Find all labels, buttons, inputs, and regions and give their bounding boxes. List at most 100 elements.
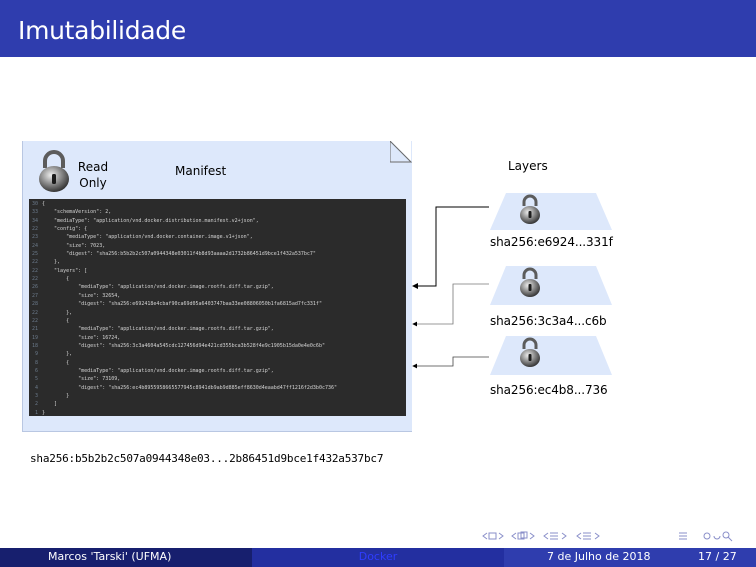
- config-hash: sha256:b5b2b2c507a0944348e03...2b86451d9…: [30, 452, 384, 465]
- code-line: 24 "size": 7023,: [29, 242, 105, 251]
- code-line-text: "digest": "sha256:3c3a4604a545cdc127456d…: [42, 342, 325, 349]
- code-line: 18 "digest": "sha256:3c3a4604a545cdc1274…: [29, 342, 325, 351]
- code-line: 34 "mediaType": "application/vnd.docker.…: [29, 217, 259, 226]
- layer-label: sha256:3c3a4...c6b: [490, 314, 607, 328]
- code-line-text: "layers": [: [42, 267, 88, 274]
- code-line-number: 6: [34, 367, 38, 374]
- footer-author-section: Marcos 'Tarski' (UFMA): [0, 548, 252, 567]
- footer-date: 7 de Julho de 2018: [547, 550, 651, 563]
- layer-lock-icon: [490, 336, 612, 375]
- read-only-line-1: Read: [77, 160, 109, 174]
- footer-talk-title: Docker: [358, 550, 398, 563]
- arrow-layer-3: [412, 356, 489, 369]
- code-line-number: 3: [34, 392, 38, 399]
- code-line: 22 "layers": [: [29, 267, 87, 276]
- code-line: 21 "mediaType": "application/vnd.docker.…: [29, 325, 274, 334]
- code-line-number: 23: [31, 234, 38, 241]
- layer-label: sha256:e6924...331f: [490, 235, 613, 249]
- code-line-text: "mediaType": "application/vnd.docker.ima…: [42, 326, 274, 333]
- code-line: 9 },: [29, 350, 72, 359]
- code-line: 30{: [29, 200, 45, 209]
- code-line-text: }: [42, 409, 46, 416]
- code-line-number: 34: [31, 217, 38, 224]
- code-line: 33 "schemaVersion": 2,: [29, 208, 111, 217]
- code-line-text: "mediaType": "application/vnd.docker.dis…: [42, 217, 259, 224]
- code-line-number: 4: [34, 384, 38, 391]
- code-line: 26 "mediaType": "application/vnd.docker.…: [29, 283, 274, 292]
- code-line: 5 "size": 73109,: [29, 375, 120, 384]
- footer-date-section: 7 de Julho de 2018 17 / 27: [504, 548, 756, 567]
- code-line-text: "size": 7023,: [42, 242, 106, 249]
- code-line-text: {: [42, 317, 70, 324]
- layer-lock-icon: [490, 266, 612, 305]
- code-line-text: },: [42, 351, 73, 358]
- code-line-number: 1: [34, 409, 38, 416]
- layer-lock-icon: [490, 193, 612, 230]
- code-line-text: "config": {: [42, 226, 88, 233]
- code-line: 22 "config": {: [29, 225, 87, 234]
- nav-back-icon[interactable]: [703, 532, 711, 540]
- code-line: 4 "digest": "sha256:ec4b8955958665577945…: [29, 384, 337, 393]
- code-line-number: 27: [31, 292, 38, 299]
- footer-talk-section: Docker: [252, 548, 504, 567]
- code-line: 22 {: [29, 275, 69, 284]
- footer-author: Marcos 'Tarski' (UFMA): [48, 550, 172, 563]
- arrow-layer-2: [412, 283, 489, 327]
- nav-prev-subsection-icon[interactable]: [511, 531, 528, 540]
- code-line: 3 }: [29, 392, 69, 401]
- code-line-text: "mediaType": "application/vnd.docker.ima…: [42, 367, 274, 374]
- nav-toc-icon[interactable]: [679, 532, 687, 540]
- nav-prev-section-2-icon[interactable]: [576, 532, 591, 540]
- code-line: 8 {: [29, 359, 69, 368]
- nav-search-icon[interactable]: [713, 531, 733, 542]
- nav-prev-section-icon[interactable]: [543, 532, 558, 540]
- code-line-number: 22: [31, 226, 38, 233]
- code-line-text: {: [42, 276, 70, 283]
- code-line-text: "size": 32654,: [42, 292, 121, 299]
- code-line-text: "mediaType": "application/vnd.docker.ima…: [42, 284, 274, 291]
- code-line-number: 2: [34, 401, 38, 408]
- code-line-text: "digest": "sha256:ec4b8955958665577945c8…: [42, 384, 338, 391]
- code-line-text: "mediaType": "application/vnd.docker.con…: [42, 234, 253, 241]
- nav-next-section-2-icon[interactable]: [594, 532, 600, 540]
- navigation-icons: [482, 531, 733, 542]
- padlock-icon: [39, 150, 69, 192]
- slide-title: Imutabilidade: [18, 16, 186, 45]
- code-line: 22 },: [29, 309, 72, 318]
- code-line: 22 },: [29, 258, 60, 267]
- layers-title: Layers: [508, 159, 548, 173]
- nav-next-subsection-icon[interactable]: [529, 532, 535, 540]
- code-line-text: },: [42, 309, 73, 316]
- code-line-number: 5: [34, 376, 38, 383]
- code-line: 2 ]: [29, 400, 57, 409]
- code-line-number: 25: [31, 251, 38, 258]
- code-line-number: 33: [31, 209, 38, 216]
- code-line-number: 24: [31, 242, 38, 249]
- code-line: 23 "mediaType": "application/vnd.docker.…: [29, 233, 253, 242]
- nav-prev-frame-icon[interactable]: [482, 532, 497, 540]
- code-line-number: 30: [31, 201, 38, 207]
- nav-next-frame-icon[interactable]: [498, 532, 504, 540]
- nav-next-section-icon[interactable]: [561, 532, 567, 540]
- code-line-number: 19: [31, 334, 38, 341]
- code-line: 1}: [29, 409, 45, 416]
- footer-page-number: 17 / 27: [698, 550, 737, 563]
- code-line-number: 28: [31, 301, 38, 308]
- code-line: 25 "digest": "sha256:b5b2b2c507a0944348e…: [29, 250, 316, 259]
- read-only-label: Read Only: [76, 159, 110, 191]
- code-line-number: 22: [31, 276, 38, 283]
- layer-arrows: [412, 206, 489, 369]
- read-only-line-2: Only: [79, 176, 107, 190]
- arrow-layer-1: [412, 206, 489, 289]
- code-line-text: "schemaVersion": 2,: [42, 209, 112, 216]
- code-line-text: "digest": "sha256:b5b2b2c507a0944348e030…: [42, 251, 316, 258]
- code-line-number: 22: [31, 267, 38, 274]
- code-line-text: "size": 73109,: [42, 376, 121, 383]
- code-line-text: ]: [42, 401, 58, 408]
- code-line: 19 "size": 16724,: [29, 334, 120, 343]
- code-line-number: 9: [34, 351, 38, 358]
- manifest-title: Manifest: [175, 164, 227, 178]
- slide-title-bar: Imutabilidade: [0, 0, 756, 57]
- code-line-number: 18: [31, 342, 38, 349]
- code-line-number: 21: [31, 326, 38, 333]
